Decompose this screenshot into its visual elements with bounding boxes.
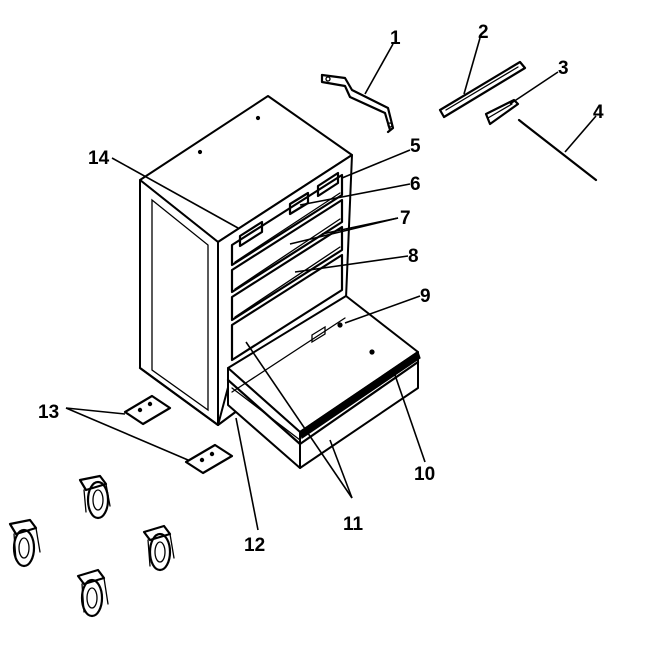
leader-lines	[65, 37, 597, 531]
callout-10: 10	[414, 464, 435, 485]
callout-14: 14	[88, 148, 110, 169]
callout-9: 9	[420, 286, 431, 307]
part-4-rod	[517, 118, 598, 182]
callout-11: 11	[343, 514, 364, 535]
caster-wheel-3	[142, 524, 175, 572]
callout-12: 12	[244, 535, 265, 556]
callout-6: 6	[410, 174, 421, 195]
caster-wheel-2	[8, 518, 41, 568]
caster-wheel-4	[76, 568, 109, 618]
part-2-slide-rail	[438, 60, 527, 119]
callout-2: 2	[478, 22, 489, 43]
callout-1: 1	[390, 28, 401, 49]
caster-wheel-1	[78, 474, 111, 520]
cabinet-body	[138, 95, 353, 427]
part-13-base-brackets	[123, 394, 234, 475]
part-1-bracket	[320, 73, 395, 134]
callout-13: 13	[38, 402, 59, 423]
part-3-bracket	[484, 98, 520, 126]
callout-4: 4	[593, 102, 604, 123]
open-drawer	[226, 295, 421, 469]
callout-5: 5	[410, 136, 421, 157]
callout-8: 8	[408, 246, 419, 267]
callout-labels: 1 2 3 4 5 6 7 8 9 10 11 12 13 14	[38, 22, 604, 556]
callout-3: 3	[558, 58, 569, 79]
callout-7: 7	[400, 208, 411, 229]
